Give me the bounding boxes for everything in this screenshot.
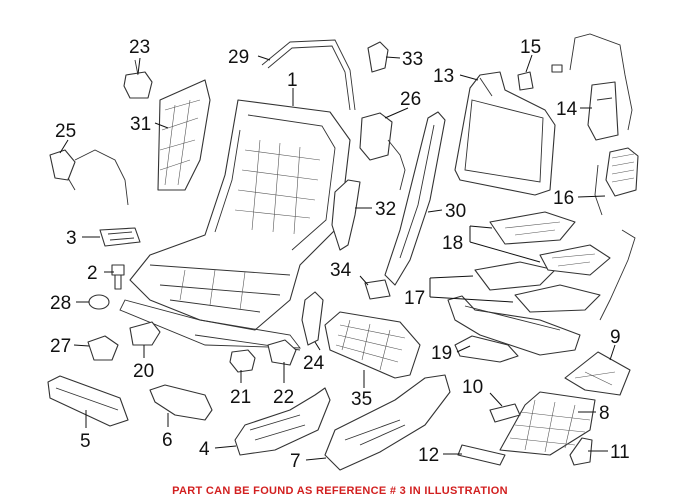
- callout-18: 18: [442, 233, 463, 254]
- part-31-side-panel: [157, 79, 211, 191]
- part-15-cable: [517, 33, 633, 131]
- callout-30: 30: [445, 201, 466, 222]
- part-3-module: [99, 227, 141, 247]
- part-23-bracket: [123, 59, 153, 99]
- part-30-side-panel: [384, 111, 446, 286]
- callout-9: 9: [610, 327, 621, 348]
- part-35-tray: [324, 311, 421, 379]
- callout-31: 31: [130, 114, 151, 135]
- part-19-motor: [447, 295, 581, 363]
- part-25-harness: [49, 149, 129, 206]
- part-20-sensor: [129, 321, 161, 346]
- reference-caption: PART CAN BE FOUND AS REFERENCE # 3 IN IL…: [172, 485, 508, 497]
- callout-23: 23: [129, 37, 150, 58]
- callout-11: 11: [610, 442, 630, 463]
- callout-14: 14: [556, 99, 578, 120]
- callout-16: 16: [553, 188, 574, 209]
- part-5-front-trim: [47, 375, 129, 427]
- callout-17: 17: [404, 288, 425, 309]
- part-17-mats: [474, 261, 601, 313]
- callout-26: 26: [400, 89, 421, 110]
- callout-27: 27: [50, 336, 71, 357]
- callout-4: 4: [199, 439, 210, 460]
- part-7-outer-trim: [324, 374, 451, 471]
- callout-32: 32: [375, 199, 396, 220]
- part-12-rail: [457, 444, 506, 466]
- callout-13: 13: [433, 66, 454, 87]
- callout-8: 8: [599, 403, 610, 424]
- part-2-bolt: [111, 264, 125, 290]
- part-32-cover: [331, 179, 361, 251]
- part-33-cap: [367, 41, 389, 73]
- part-26-bracket: [359, 112, 406, 191]
- part-27-motor: [87, 335, 119, 361]
- callout-28: 28: [50, 293, 71, 314]
- part-13-backrest-panel: [454, 71, 556, 196]
- part-28-cap: [88, 294, 110, 310]
- callout-5: 5: [80, 431, 91, 452]
- callout-29: 29: [228, 47, 249, 68]
- callout-24: 24: [303, 353, 325, 374]
- callout-7: 7: [290, 451, 301, 472]
- callout-1: 1: [287, 70, 298, 91]
- part-4-side-trim: [234, 387, 331, 456]
- callout-35: 35: [351, 389, 372, 410]
- part-9-panel: [564, 351, 631, 396]
- callout-10: 10: [462, 377, 483, 398]
- callout-20: 20: [133, 361, 154, 382]
- callout-34: 34: [330, 260, 352, 281]
- part-8-mat: [499, 391, 596, 456]
- part-24-lever: [301, 291, 324, 346]
- callout-33: 33: [402, 49, 423, 70]
- callout-numbers: 1 2 3 4 5 6 7 8 9 10 11 12 13 14 15 16 1…: [50, 37, 630, 472]
- part-34-clip: [364, 279, 391, 300]
- part-1-seat-frame: [119, 99, 351, 351]
- part-16-connector: [594, 147, 639, 216]
- callout-3: 3: [66, 228, 77, 249]
- leader-lines: [59, 54, 616, 461]
- part-29-rod: [261, 39, 356, 111]
- part-22-actuator: [267, 339, 297, 366]
- callout-21: 21: [230, 387, 251, 408]
- callout-19: 19: [431, 343, 452, 364]
- part-21-actuator: [229, 349, 256, 373]
- callout-12: 12: [418, 445, 439, 466]
- part-10-clip: [489, 403, 521, 423]
- callout-25: 25: [55, 121, 76, 142]
- callout-6: 6: [162, 430, 173, 451]
- part-6-cover: [149, 384, 213, 421]
- callout-2: 2: [87, 263, 98, 284]
- callout-22: 22: [273, 387, 294, 408]
- part-18-mats: [489, 211, 636, 321]
- callout-15: 15: [520, 37, 541, 58]
- part-14-pad: [587, 81, 619, 141]
